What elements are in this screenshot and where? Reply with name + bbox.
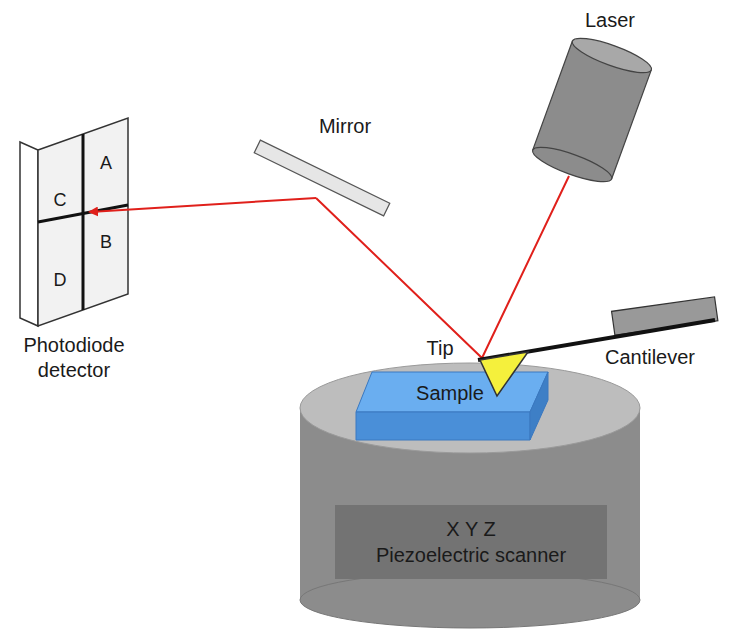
laser-beam: [90, 198, 316, 212]
scanner-cylinder: [300, 363, 640, 628]
scanner-panel: [335, 505, 607, 579]
detector-label: Photodiode detector: [4, 333, 144, 383]
sample-block: [356, 372, 548, 440]
laser-beam: [316, 176, 569, 358]
quadrant-label: B: [100, 231, 112, 254]
photodiode-detector: [20, 118, 128, 326]
quadrant-label: A: [100, 152, 112, 175]
cantilever-label: Cantilever: [605, 345, 695, 370]
laser-source: [529, 32, 654, 189]
node-text: Piezoelectric scanner: [376, 542, 566, 568]
afm-tip: [480, 352, 528, 396]
node-text: Sample: [416, 380, 484, 406]
quadrant-label: C: [54, 189, 67, 212]
laser-label: Laser: [585, 8, 635, 33]
scanner-label-box: X Y ZPiezoelectric scanner: [335, 505, 607, 579]
tip-label: Tip: [426, 336, 453, 361]
sample-box: Sample: [370, 376, 530, 410]
mirror-label: Mirror: [319, 114, 371, 139]
node-text: X Y Z: [446, 516, 495, 542]
quadrant-label: D: [54, 269, 67, 292]
